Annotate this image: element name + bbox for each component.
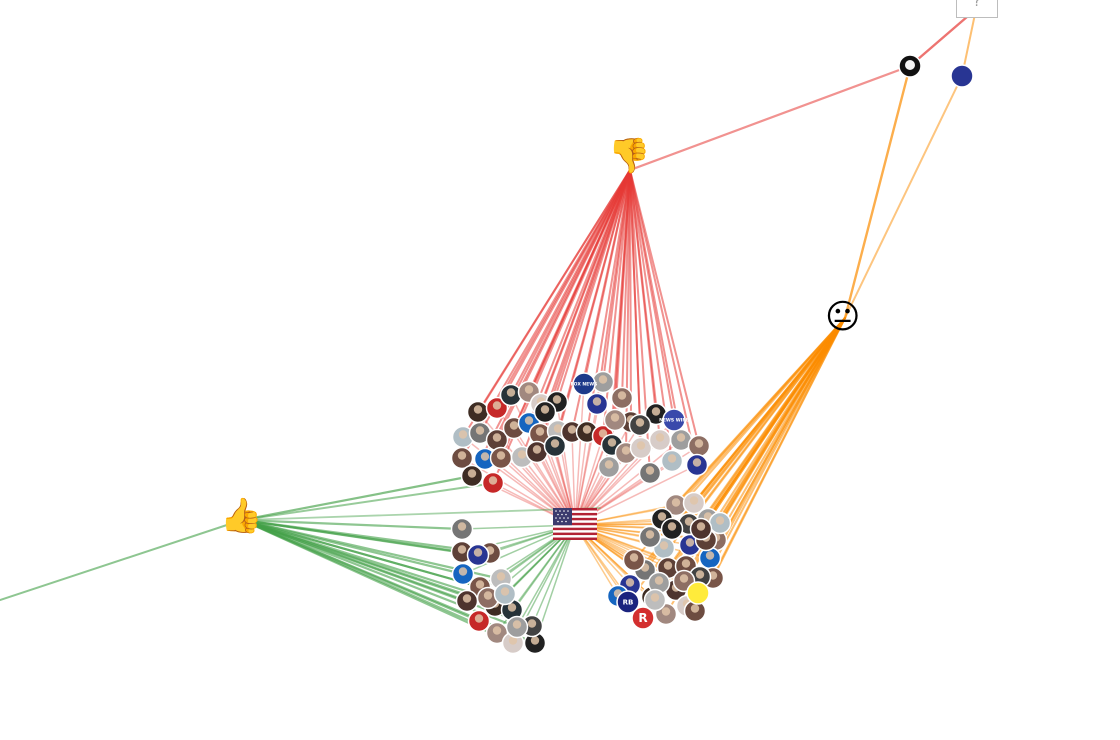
edge [0,519,243,601]
rb-logo-avatar-label: RB [623,598,634,606]
yellow-badge-avatar[interactable] [686,581,710,605]
edge [462,169,631,438]
edge [629,169,698,466]
edge [240,474,474,522]
avatar[interactable] [683,599,707,623]
avatar-layer [450,370,732,655]
news-wire-avatar[interactable]: NEWS WIRE [659,408,689,432]
edge [908,8,977,68]
avatar[interactable] [597,455,621,479]
avatar[interactable] [685,453,709,477]
edge [471,169,631,477]
edge [240,518,490,600]
edge [241,482,496,521]
rb-logo-avatar[interactable]: RB [616,590,640,614]
avatar[interactable] [603,408,627,432]
edge [240,518,480,557]
edge [240,518,515,645]
flag-us-icon[interactable] [553,508,597,540]
avatar[interactable] [481,471,505,495]
avatar[interactable] [450,446,474,470]
avatar[interactable] [638,461,662,485]
avatar[interactable] [485,621,509,645]
avatar[interactable] [505,615,529,639]
avatar[interactable] [682,491,706,515]
avatar[interactable] [660,517,684,541]
avatar[interactable] [466,543,490,567]
thumbs-up-icon[interactable]: 👍 [220,496,263,536]
special-node-layer: FOX NEWS NEWS WIRE R RB [571,54,974,630]
avatar[interactable] [525,440,549,464]
avatar[interactable] [466,400,490,424]
edge [700,317,846,530]
avatar[interactable] [591,370,615,394]
edge [574,383,585,526]
avatar[interactable] [533,400,557,424]
avatar[interactable] [499,383,523,407]
avatar[interactable] [648,428,672,452]
avatar[interactable] [543,434,567,458]
news-wire-avatar-label: NEWS WIRE [659,418,689,424]
edge [629,169,700,447]
avatar[interactable] [451,562,475,586]
edge [629,169,682,441]
avatar[interactable] [622,548,646,572]
avatar[interactable] [708,511,732,535]
avatar[interactable] [493,582,517,606]
avatar[interactable] [468,421,492,445]
edge [531,524,576,627]
edge [844,75,963,319]
edge [544,169,631,413]
edge [843,64,912,320]
edge [240,518,464,531]
avatar[interactable] [467,609,491,633]
neutral-face-icon[interactable]: 😐 [825,297,861,337]
edge [705,317,846,541]
avatar[interactable] [629,436,653,460]
edge [628,64,912,172]
edge [629,169,661,441]
fox-news-avatar-label: FOX NEWS [571,382,598,388]
avatar[interactable] [528,422,552,446]
edge [516,524,576,628]
fox-news-avatar[interactable]: FOX NEWS [571,372,598,396]
avatar[interactable] [489,446,513,470]
avatar[interactable] [638,525,662,549]
avatar[interactable] [610,386,634,410]
skull-icon [905,60,915,70]
r-logo-avatar[interactable]: R [631,606,655,630]
avatar[interactable] [455,589,479,613]
avatar[interactable] [643,588,667,612]
unknown-node[interactable]: ? [956,0,998,18]
avatar[interactable] [450,517,474,541]
avatar[interactable] [523,631,547,655]
avatar[interactable] [689,517,713,541]
avatar[interactable] [460,464,484,488]
avatar[interactable] [628,413,652,437]
edge [627,317,846,603]
edge [241,507,601,521]
avatar[interactable] [485,396,509,420]
r-logo-avatar-label: R [638,611,647,625]
avatar[interactable] [664,493,688,517]
thumbs-down-icon[interactable]: 👎 [608,136,651,176]
avatar[interactable] [585,392,609,416]
space-avatar[interactable] [950,64,974,88]
edge [629,169,641,426]
avatar[interactable] [660,449,684,473]
edge [629,169,632,423]
avatar[interactable] [687,434,711,458]
avatar[interactable] [644,402,668,426]
